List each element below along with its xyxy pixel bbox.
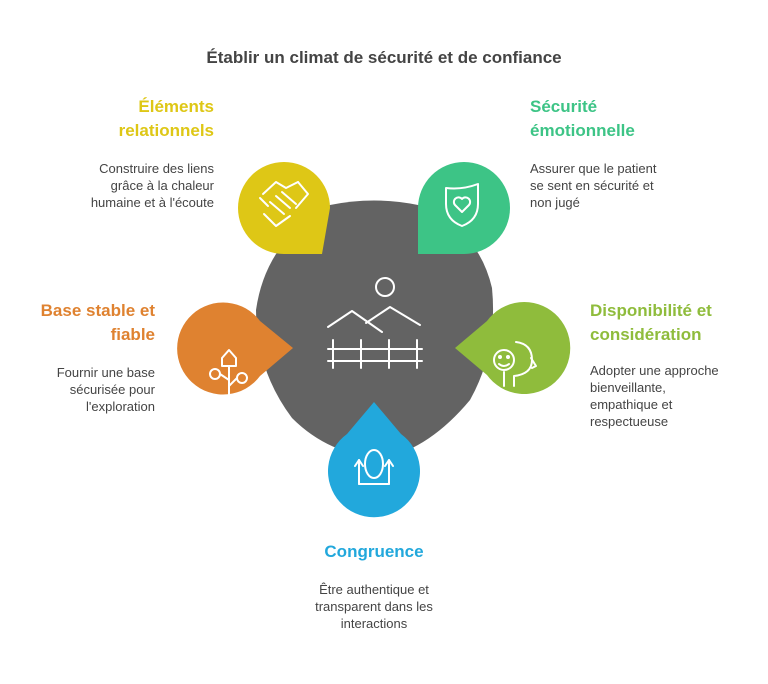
description-disponibilite: Adopter une approche bienveillante, empa… xyxy=(590,362,760,430)
description-line: humaine et à l'écoute xyxy=(90,195,214,210)
description-line: empathique et xyxy=(590,397,673,412)
description-line: grâce à la chaleur xyxy=(110,178,214,193)
head-smile-icon xyxy=(493,341,537,387)
drop-emotionnelle xyxy=(418,162,510,254)
heading-disponibilite: Disponibilité et considération xyxy=(590,299,760,347)
description-congruence: Être authentique et transparent dans les… xyxy=(274,581,474,632)
drop-relationnels xyxy=(238,162,330,254)
description-line: Adopter une approche xyxy=(590,363,719,378)
page-title: Établir un climat de sécurité et de conf… xyxy=(206,48,562,67)
description-emotionnelle: Assurer que le patient se sent en sécuri… xyxy=(530,160,730,211)
landscape-fence-icon xyxy=(327,277,423,369)
shield-heart-icon xyxy=(445,183,479,227)
center-shape xyxy=(256,200,494,458)
heading-line: relationnels xyxy=(118,121,214,140)
mirror-icon xyxy=(354,449,394,485)
description-line: non jugé xyxy=(530,195,580,210)
heading-line: émotionnelle xyxy=(530,121,635,140)
heading-line: Base stable et xyxy=(40,301,155,320)
description-relationnels: Construire des liens grâce à la chaleur … xyxy=(20,160,214,211)
heading-line: Disponibilité et xyxy=(590,301,712,320)
heading-line: Sécurité xyxy=(530,97,598,116)
description-line: sécurisée pour xyxy=(69,382,155,397)
drop-congruence xyxy=(328,402,420,518)
heading-emotionnelle: Sécurité émotionnelle xyxy=(530,95,730,143)
heading-line: considération xyxy=(590,325,702,344)
heading-congruence: Congruence xyxy=(274,540,474,564)
description-line: Construire des liens xyxy=(99,161,214,176)
description-line: Être authentique et xyxy=(319,582,429,597)
heading-line: fiable xyxy=(110,325,155,344)
house-tree-icon xyxy=(209,349,248,395)
description-base: Fournir une base sécurisée pour l'explor… xyxy=(10,364,155,415)
description-line: Assurer que le patient xyxy=(530,161,657,176)
handshake-icon xyxy=(259,181,309,227)
drop-disponibilite xyxy=(455,302,571,394)
description-line: bienveillante, xyxy=(590,380,666,395)
description-line: l'exploration xyxy=(86,399,155,414)
description-line: se sent en sécurité et xyxy=(530,178,654,193)
heading-line: Éléments xyxy=(138,97,214,116)
description-line: transparent dans les xyxy=(315,599,433,614)
drop-base xyxy=(177,302,293,395)
heading-line: Congruence xyxy=(324,542,424,561)
heading-relationnels: Éléments relationnels xyxy=(40,95,214,143)
description-line: respectueuse xyxy=(590,414,669,429)
description-line: interactions xyxy=(340,616,408,631)
description-line: Fournir une base xyxy=(56,365,155,380)
heading-base: Base stable et fiable xyxy=(10,299,155,347)
